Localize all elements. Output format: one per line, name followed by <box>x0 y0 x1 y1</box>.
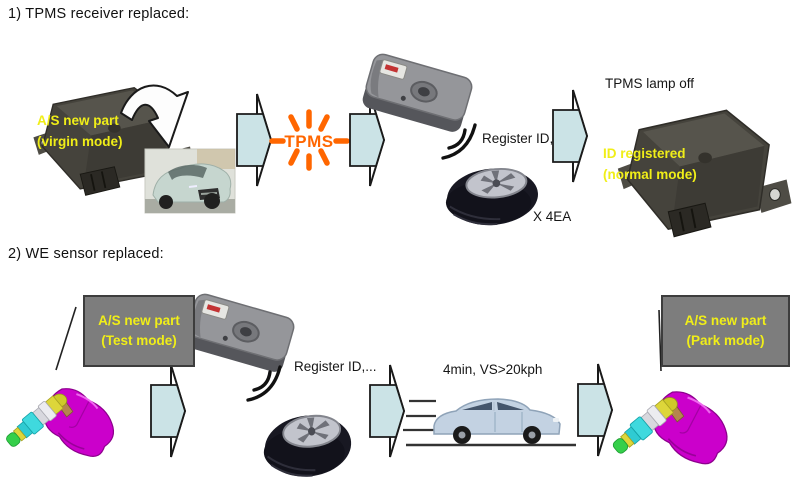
tpms-lamp-off-label: TPMS lamp off <box>605 76 695 91</box>
car-photo-icon <box>144 148 236 214</box>
receiver-new-label-line1: ID registered <box>603 146 686 161</box>
receiver-old-label-line1: A/S new part <box>37 113 119 128</box>
tire-quantity-label: X 4EA <box>533 209 572 224</box>
driving-car-icon <box>433 398 561 444</box>
receiver-new-label-line2: (normal mode) <box>603 167 697 182</box>
drive-condition-label: 4min, VS>20kph <box>443 362 543 377</box>
tpms-wheel-sensor-icon <box>1 378 125 467</box>
tpms-lamp-text: TPMS <box>284 132 333 151</box>
callout-leader-line <box>55 306 77 371</box>
receiver-old-label: A/S new part (virgin mode) <box>37 110 123 152</box>
tire-icon <box>443 163 542 230</box>
section1-title: 1) TPMS receiver replaced: <box>8 6 190 22</box>
register-id-label: Register ID,... <box>294 359 377 374</box>
tire-icon <box>261 410 355 482</box>
speed-lines-icon <box>403 399 436 432</box>
park-mode-callout: A/S new part (Park mode) <box>661 295 790 367</box>
park-mode-line1: A/S new part <box>684 313 767 328</box>
callout-leader-line <box>658 309 662 372</box>
test-mode-line1: A/S new part <box>98 313 180 328</box>
curved-replace-arrow-icon <box>120 84 189 148</box>
test-mode-line2: (Test mode) <box>101 333 177 348</box>
park-mode-line2: (Park mode) <box>686 333 765 348</box>
scan-tool-icon <box>181 291 298 375</box>
register-id-label: Register ID, <box>482 131 554 146</box>
flow-arrow-icon <box>150 364 186 458</box>
flow-arrow-icon <box>577 363 613 457</box>
section2-title: 2) WE sensor replaced: <box>8 246 164 262</box>
flow-arrow-icon <box>552 89 588 183</box>
flow-arrow-icon <box>236 93 272 187</box>
tpms-wheel-sensor-icon <box>608 381 739 475</box>
tpms-warning-lamp-icon: TPMS <box>269 109 350 171</box>
wireless-signal-icon <box>246 365 282 402</box>
flow-arrow-icon <box>369 364 405 458</box>
test-mode-callout: A/S new part (Test mode) <box>83 295 195 367</box>
receiver-old-label-line2: (virgin mode) <box>37 134 123 149</box>
receiver-new-label: ID registered (normal mode) <box>603 143 697 185</box>
